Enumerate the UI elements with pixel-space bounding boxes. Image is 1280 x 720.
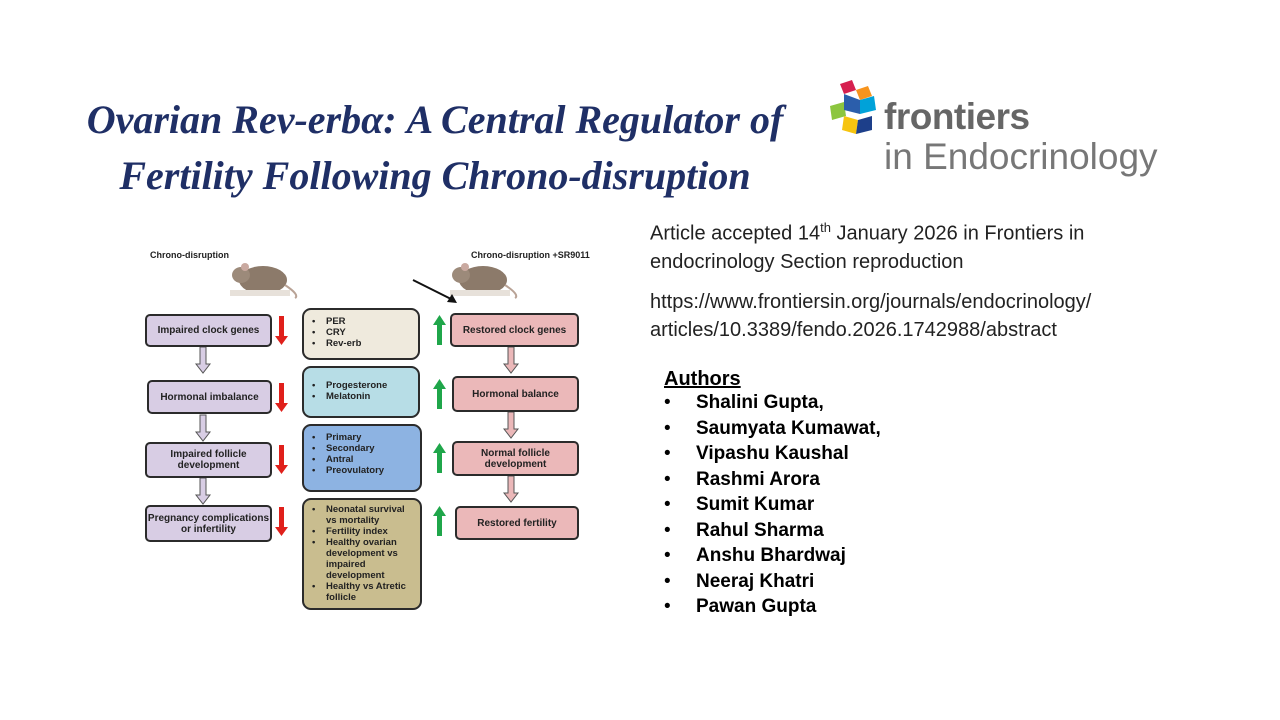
middle-item: Primary (312, 432, 412, 443)
left-box-clock-genes: Impaired clock genes (145, 314, 272, 347)
accepted-sup: th (820, 220, 831, 235)
mouse-icon-right (450, 263, 518, 299)
accepted-line2: endocrinology Section reproduction (650, 250, 964, 273)
author-item: Neeraj Khatri (664, 569, 1084, 595)
author-item: Shalini Gupta, (664, 390, 1084, 416)
right-box-hormonal: Hormonal balance (452, 376, 579, 412)
right-box-follicle: Normal follicle development (452, 441, 579, 476)
middle-item: Progesterone (312, 380, 410, 391)
right-box-clock-genes: Restored clock genes (450, 313, 579, 347)
title-line-1: Ovarian Rev-erbα: A Central Regulator of (86, 97, 784, 142)
middle-item: CRY (312, 327, 410, 338)
left-box-follicle: Impaired follicle development (145, 442, 272, 478)
middle-item: Antral (312, 454, 412, 465)
article-url[interactable]: https://www.frontiersin.org/journals/end… (650, 288, 1250, 344)
figure-arrows (194, 263, 520, 536)
left-box-pregnancy: Pregnancy complications or infertility (145, 505, 272, 542)
url-line-1[interactable]: https://www.frontiersin.org/journals/end… (650, 291, 1092, 313)
author-item: Rashmi Arora (664, 467, 1084, 493)
left-box-hormonal: Hormonal imbalance (147, 380, 272, 414)
middle-box-clock: PER CRY Rev-erb (302, 308, 420, 360)
acceptance-note: Article accepted 14th January 2026 in Fr… (650, 214, 1250, 276)
middle-item: Fertility index (312, 526, 412, 537)
accepted-prefix: Article accepted 14 (650, 222, 821, 245)
author-item: Rahul Sharma (664, 518, 1084, 544)
middle-item: Healthy ovarian development vs impaired … (312, 537, 412, 581)
author-item: Pawan Gupta (664, 594, 1084, 620)
logo-journal-text: in Endocrinology (884, 136, 1158, 177)
slide-title: Ovarian Rev-erbα: A Central Regulator of… (40, 92, 830, 204)
graphical-abstract: Chrono-disruption Chrono-disruption +SR9… (135, 240, 615, 615)
authors-list: Shalini Gupta, Saumyata Kumawat, Vipashu… (664, 390, 1084, 620)
middle-item: Neonatal survival vs mortality (312, 504, 412, 526)
middle-item: Melatonin (312, 391, 410, 402)
author-item: Vipashu Kaushal (664, 441, 1084, 467)
middle-item: Preovulatory (312, 465, 412, 476)
mouse-icon-left (230, 263, 298, 299)
author-item: Anshu Bhardwaj (664, 543, 1084, 569)
author-item: Sumit Kumar (664, 492, 1084, 518)
right-column-label: Chrono-disruption +SR9011 (471, 250, 590, 260)
title-line-2: Fertility Following Chrono-disruption (119, 153, 751, 198)
middle-item: Secondary (312, 443, 412, 454)
right-box-fertility: Restored fertility (455, 506, 579, 540)
accepted-suffix: January 2026 in Frontiers in (830, 222, 1085, 245)
middle-item: Rev-erb (312, 338, 410, 349)
middle-box-outcomes: Neonatal survival vs mortality Fertility… (302, 498, 422, 610)
authors-section: Authors Shalini Gupta, Saumyata Kumawat,… (664, 368, 1084, 620)
left-column-label: Chrono-disruption (150, 250, 229, 260)
author-item: Saumyata Kumawat, (664, 416, 1084, 442)
authors-heading: Authors (664, 368, 741, 390)
url-line-2[interactable]: articles/10.3389/fendo.2026.1742988/abst… (650, 319, 1057, 341)
frontiers-logo: frontiers in Endocrinology (826, 80, 1196, 190)
frontiers-cube-icon (830, 80, 876, 134)
logo-brand-text: frontiers (884, 96, 1030, 137)
middle-item: PER (312, 316, 410, 327)
middle-item: Healthy vs Atretic follicle (312, 581, 412, 603)
middle-box-follicles: Primary Secondary Antral Preovulatory (302, 424, 422, 492)
middle-box-hormones: Progesterone Melatonin (302, 366, 420, 418)
